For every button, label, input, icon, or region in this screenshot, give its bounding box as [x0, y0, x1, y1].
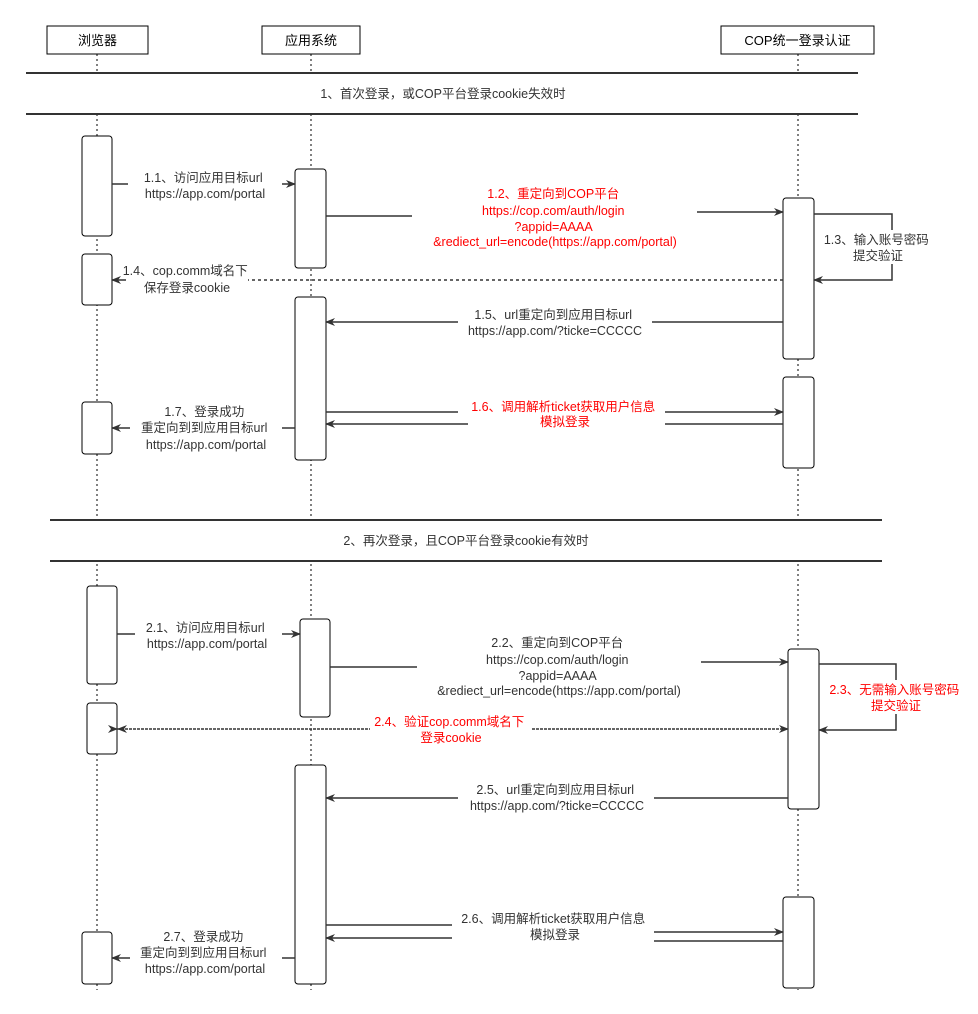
label-1-7-line: 重定向到到应用目标url	[141, 420, 267, 435]
label-2-4-line: 登录cookie	[420, 730, 481, 745]
label-2-2-line: https://cop.com/auth/login	[486, 653, 628, 667]
label-1-5: 1.5、url重定向到应用目标url https://app.com/?tick…	[468, 307, 642, 338]
section-1-title: 1、首次登录，或COP平台登录cookie失效时	[320, 86, 566, 101]
label-1-6: 1.6、调用解析ticket获取用户信息 模拟登录	[471, 399, 659, 429]
label-1-2-line: 1.2、重定向到COP平台	[487, 186, 619, 201]
activation-browser	[81, 253, 113, 306]
label-1-3: 1.3、输入账号密码 提交验证	[824, 232, 932, 263]
arrow-2-5: 2.5、url重定向到应用目标url https://app.com/?tick…	[325, 782, 788, 813]
activation-cop	[782, 896, 815, 989]
activation-cop	[782, 197, 815, 360]
label-1-7-line: https://app.com/portal	[146, 438, 266, 452]
label-2-2-line: 2.2、重定向到COP平台	[491, 635, 623, 650]
activation-browser	[81, 135, 113, 237]
arrow-1-2: 1.2、重定向到COP平台 https://cop.com/auth/login…	[326, 186, 784, 249]
label-2-5-line: 2.5、url重定向到应用目标url	[476, 782, 634, 797]
participant-browser-label: 浏览器	[78, 33, 117, 48]
activations	[81, 135, 820, 989]
label-1-2-line: https://cop.com/auth/login	[482, 204, 624, 218]
label-1-7: 1.7、登录成功 重定向到到应用目标url https://app.com/po…	[141, 404, 271, 452]
arrow-2-1: 2.1、访问应用目标url https://app.com/portal	[117, 620, 301, 651]
label-2-5-line: https://app.com/?ticke=CCCCC	[470, 799, 644, 813]
arrow-1-3: 1.3、输入账号密码 提交验证	[813, 213, 932, 284]
arrow-2-6: 2.6、调用解析ticket获取用户信息 模拟登录	[325, 911, 784, 942]
label-2-7: 2.7、登录成功 重定向到到应用目标url https://app.com/po…	[140, 929, 270, 976]
label-2-4: 2.4、验证cop.comm域名下 登录cookie	[374, 714, 528, 745]
label-1-3-line: 提交验证	[853, 248, 904, 263]
label-2-3: 2.3、无需输入账号密码 提交验证	[829, 682, 962, 713]
label-1-7-line: 1.7、登录成功	[164, 404, 244, 419]
label-2-2-line: ?appid=AAAA	[519, 669, 598, 683]
activation-cop	[787, 648, 820, 810]
label-2-7-line: 2.7、登录成功	[163, 929, 243, 944]
label-1-6-line: 模拟登录	[540, 414, 590, 429]
label-1-4-line: 保存登录cookie	[144, 280, 230, 295]
arrow-2-2: 2.2、重定向到COP平台 https://cop.com/auth/login…	[330, 635, 789, 698]
label-2-4-line: 2.4、验证cop.comm域名下	[374, 714, 524, 729]
label-2-5: 2.5、url重定向到应用目标url https://app.com/?tick…	[470, 782, 644, 813]
activation-app	[294, 764, 327, 985]
activation-app	[294, 296, 327, 461]
label-2-3-line: 提交验证	[871, 698, 922, 713]
label-1-6-line: 1.6、调用解析ticket获取用户信息	[471, 399, 655, 414]
section-1-divider: 1、首次登录，或COP平台登录cookie失效时	[26, 72, 858, 115]
label-1-4: 1.4、cop.comm域名下 保存登录cookie	[123, 263, 252, 295]
activation-app	[299, 618, 331, 718]
label-2-6-line: 2.6、调用解析ticket获取用户信息	[461, 911, 645, 926]
activation-browser	[81, 401, 113, 455]
label-2-1: 2.1、访问应用目标url https://app.com/portal	[146, 620, 268, 651]
label-1-1-line: https://app.com/portal	[145, 187, 265, 201]
label-2-1-line: https://app.com/portal	[147, 637, 267, 651]
arrow-1-4: 1.4、cop.comm域名下 保存登录cookie	[111, 263, 783, 295]
participant-cop: COP统一登录认证	[720, 25, 875, 55]
label-2-7-line: https://app.com/portal	[145, 962, 265, 976]
arrow-2-3: 2.3、无需输入账号密码 提交验证	[818, 663, 966, 734]
participant-app-label: 应用系统	[285, 33, 337, 48]
section-2-divider: 2、再次登录，且COP平台登录cookie有效时	[50, 519, 882, 562]
section-2-title: 2、再次登录，且COP平台登录cookie有效时	[343, 533, 589, 548]
participant-app: 应用系统	[261, 25, 361, 55]
arrow-1-6: 1.6、调用解析ticket获取用户信息 模拟登录	[325, 399, 784, 429]
label-1-5-line: 1.5、url重定向到应用目标url	[474, 307, 632, 322]
activation-app	[294, 168, 327, 269]
label-1-1: 1.1、访问应用目标url https://app.com/portal	[144, 170, 266, 201]
label-2-3-line: 2.3、无需输入账号密码	[829, 682, 959, 697]
label-1-2-line: &rediect_url=encode(https://app.com/port…	[433, 235, 677, 249]
activation-cop	[782, 376, 815, 469]
arrow-1-7: 1.7、登录成功 重定向到到应用目标url https://app.com/po…	[111, 404, 295, 452]
label-1-4-line: 1.4、cop.comm域名下	[123, 263, 248, 278]
label-2-6-line: 模拟登录	[530, 927, 580, 942]
activation-browser	[81, 931, 113, 985]
label-1-3-line: 1.3、输入账号密码	[824, 232, 929, 247]
arrow-2-7: 2.7、登录成功 重定向到到应用目标url https://app.com/po…	[111, 929, 295, 976]
label-2-2-line: &rediect_url=encode(https://app.com/port…	[437, 684, 681, 698]
arrow-1-5: 1.5、url重定向到应用目标url https://app.com/?tick…	[325, 307, 783, 338]
label-1-2: 1.2、重定向到COP平台 https://cop.com/auth/login…	[433, 186, 677, 249]
participant-browser: 浏览器	[46, 25, 149, 55]
label-2-2: 2.2、重定向到COP平台 https://cop.com/auth/login…	[437, 635, 681, 698]
arrow-1-1: 1.1、访问应用目标url https://app.com/portal	[112, 170, 296, 201]
label-2-6: 2.6、调用解析ticket获取用户信息 模拟登录	[461, 911, 649, 942]
label-1-1-line: 1.1、访问应用目标url	[144, 170, 263, 185]
participant-cop-label: COP统一登录认证	[744, 33, 850, 48]
label-1-2-line: ?appid=AAAA	[515, 220, 594, 234]
activation-browser	[86, 585, 118, 685]
activation-browser	[86, 702, 118, 755]
label-2-7-line: 重定向到到应用目标url	[140, 945, 266, 960]
label-2-1-line: 2.1、访问应用目标url	[146, 620, 265, 635]
label-1-5-line: https://app.com/?ticke=CCCCC	[468, 324, 642, 338]
arrow-2-4: 2.4、验证cop.comm域名下 登录cookie	[108, 714, 789, 745]
